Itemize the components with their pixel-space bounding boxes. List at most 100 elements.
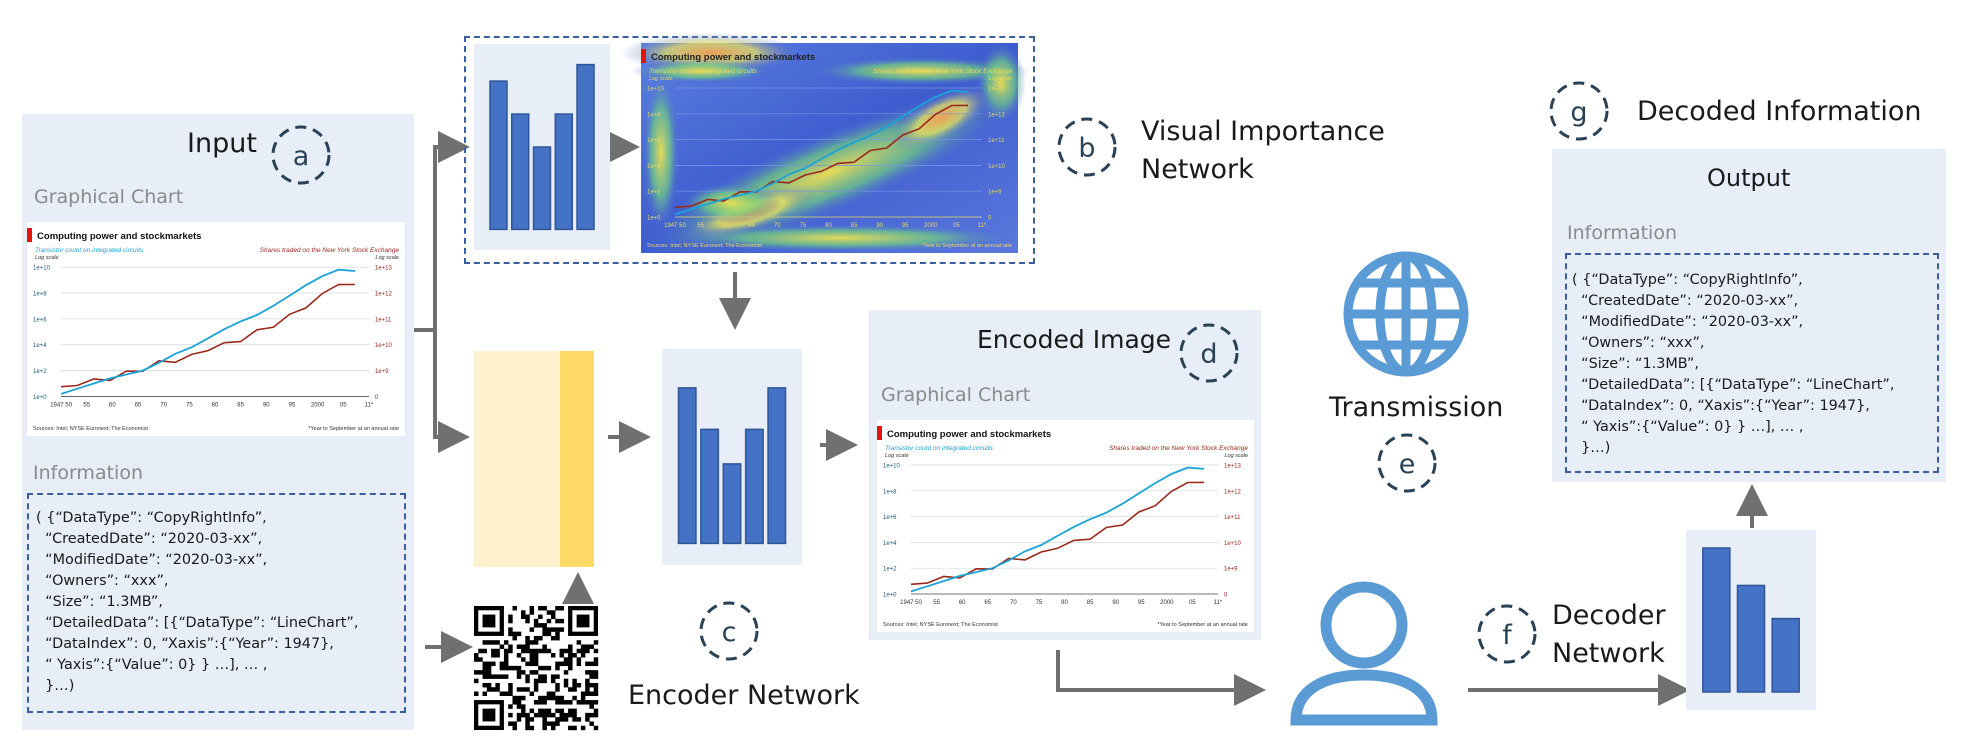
mini-left-tick: 1e+2 — [883, 567, 897, 573]
encoder-stack-dark — [560, 351, 594, 567]
mini-x-tick: 80 — [1061, 600, 1068, 606]
arrow-encoded-to-user — [1056, 650, 1266, 706]
encoder-network-icon-bar-3 — [744, 428, 764, 545]
label-circle-a: a — [271, 125, 331, 185]
mini-x-tick: 75 — [800, 223, 807, 229]
mini-right-tick: 1e+13 — [988, 87, 1006, 93]
mini-left-tick: 1e+4 — [647, 164, 661, 170]
mini-left-tick: 1e+8 — [647, 112, 661, 118]
mini-right-tick: 0 — [375, 395, 379, 401]
decoder-title-line1: Decoder — [1552, 600, 1666, 631]
mini-x-tick: 60 — [959, 600, 966, 606]
encoder-network-icon-bar-2 — [722, 463, 742, 545]
label-circle-f: f — [1477, 604, 1537, 664]
mini-chart-title: Computing power and stockmarkets — [651, 52, 815, 63]
svg-text:e: e — [1399, 449, 1416, 480]
mini-right-tick: 1e+12 — [1224, 489, 1242, 495]
mini-x-tick: 55 — [697, 223, 704, 229]
mini-x-tick: 95 — [1138, 600, 1145, 606]
visual-importance-network-icon-bar-2 — [532, 146, 552, 231]
mini-x-tick: 65 — [748, 223, 755, 229]
mini-x-tick: 11* — [1214, 600, 1223, 606]
mini-right-scale-label: Log scale — [988, 76, 1012, 82]
mini-series-transistors — [674, 89, 969, 216]
mini-x-tick: 90 — [263, 402, 270, 408]
mini-x-tick: 2000 — [311, 402, 325, 408]
mini-left-tick: 1e+6 — [33, 317, 47, 323]
mini-right-tick: 1e+10 — [1224, 541, 1242, 547]
mini-right-tick: 1e+9 — [988, 190, 1002, 196]
mini-series-transistors — [60, 268, 355, 395]
mini-x-tick: 2000 — [1160, 600, 1174, 606]
mini-x-tick: 85 — [851, 223, 858, 229]
mini-left-tick: 1e+2 — [647, 190, 661, 196]
chart-red-flag — [641, 49, 646, 63]
mini-x-tick: 75 — [186, 402, 193, 408]
mini-left-tick: 1e+6 — [647, 138, 661, 144]
mini-left-tick: 1e+10 — [883, 464, 901, 470]
decoder-network-icon-bar-0 — [1702, 547, 1731, 693]
mini-source: Sources: Intel; NYSE Euronext; The Econo… — [33, 426, 148, 432]
user-icon — [1290, 581, 1438, 726]
visual-importance-network-icon-bar-4 — [576, 63, 595, 231]
mini-series-shares — [910, 481, 1205, 586]
mini-left-series-label: Transistor count on integrated circuits — [35, 247, 144, 254]
mini-left-tick: 1e+4 — [33, 343, 47, 349]
label-circle-e: e — [1377, 433, 1437, 493]
mini-series-shares — [61, 283, 355, 388]
mini-right-tick: 1e+11 — [375, 317, 392, 323]
input-chart-label: Graphical Chart — [34, 186, 184, 208]
decoder-network-icon-bar-2 — [1771, 617, 1800, 693]
svg-text:f: f — [1502, 620, 1513, 651]
visual-importance-title-line1: Visual Importance — [1141, 116, 1385, 147]
mini-chart-title: Computing power and stockmarkets — [887, 429, 1051, 440]
mini-x-tick: 60 — [723, 223, 730, 229]
mini-left-tick: 1e+0 — [883, 593, 897, 599]
mini-right-series-label: Shares traded on the New York Stock Exch… — [1109, 445, 1248, 452]
mini-right-tick: 0 — [1224, 593, 1228, 599]
mini-right-tick: 1e+11 — [1224, 515, 1241, 521]
encoder-network-title: Encoder Network — [628, 680, 860, 711]
label-circle-c: c — [699, 601, 759, 661]
chart-red-flag — [27, 228, 33, 243]
visual-importance-network-icon-bar-3 — [554, 113, 573, 231]
mini-right-tick: 1e+13 — [1224, 464, 1242, 470]
mini-right-tick: 1e+12 — [375, 291, 393, 297]
mini-left-tick: 1e+0 — [647, 216, 661, 222]
mini-right-tick: 1e+9 — [375, 369, 389, 375]
visual-importance-network-icon — [474, 44, 610, 250]
mini-right-tick: 1e+11 — [988, 138, 1005, 144]
output-panel — [1552, 149, 1946, 482]
qr-code — [474, 606, 599, 731]
mini-right-tick: 1e+12 — [988, 112, 1006, 118]
decoder-network-icon-bar-1 — [1736, 584, 1766, 693]
mini-left-tick: 1e+10 — [647, 87, 665, 93]
visual-importance-network-icon-bar-1 — [511, 113, 530, 231]
mini-x-tick: 11* — [978, 223, 987, 229]
encoder-network-icon — [662, 349, 802, 565]
mini-x-tick: 11* — [365, 402, 374, 408]
mini-left-scale-label: Log scale — [649, 76, 673, 82]
output-label: Output — [1707, 164, 1791, 192]
mini-x-tick: 60 — [109, 402, 116, 408]
mini-x-tick: 1947 50 — [50, 402, 72, 408]
encoder-network-icon-bar-0 — [677, 387, 697, 545]
output-info-box — [1565, 253, 1939, 473]
mini-x-tick: 65 — [984, 600, 991, 606]
decoder-title-line2: Network — [1552, 638, 1665, 669]
mini-right-tick: 0 — [988, 216, 992, 222]
encoded-image-title: Encoded Image — [977, 325, 1172, 354]
mini-right-tick: 1e+9 — [1224, 567, 1238, 573]
svg-text:g: g — [1570, 97, 1587, 128]
mini-source: Sources: Intel; NYSE Euronext; The Econo… — [647, 243, 762, 249]
decoder-network-icon — [1686, 530, 1816, 710]
mini-x-tick: 90 — [876, 223, 883, 229]
mini-left-tick: 1e+8 — [883, 489, 897, 495]
label-circle-d: d — [1179, 323, 1239, 383]
mini-left-scale-label: Log scale — [885, 453, 909, 459]
input-info-label: Information — [33, 462, 143, 484]
mini-x-tick: 90 — [1112, 600, 1119, 606]
mini-x-tick: 95 — [289, 402, 296, 408]
